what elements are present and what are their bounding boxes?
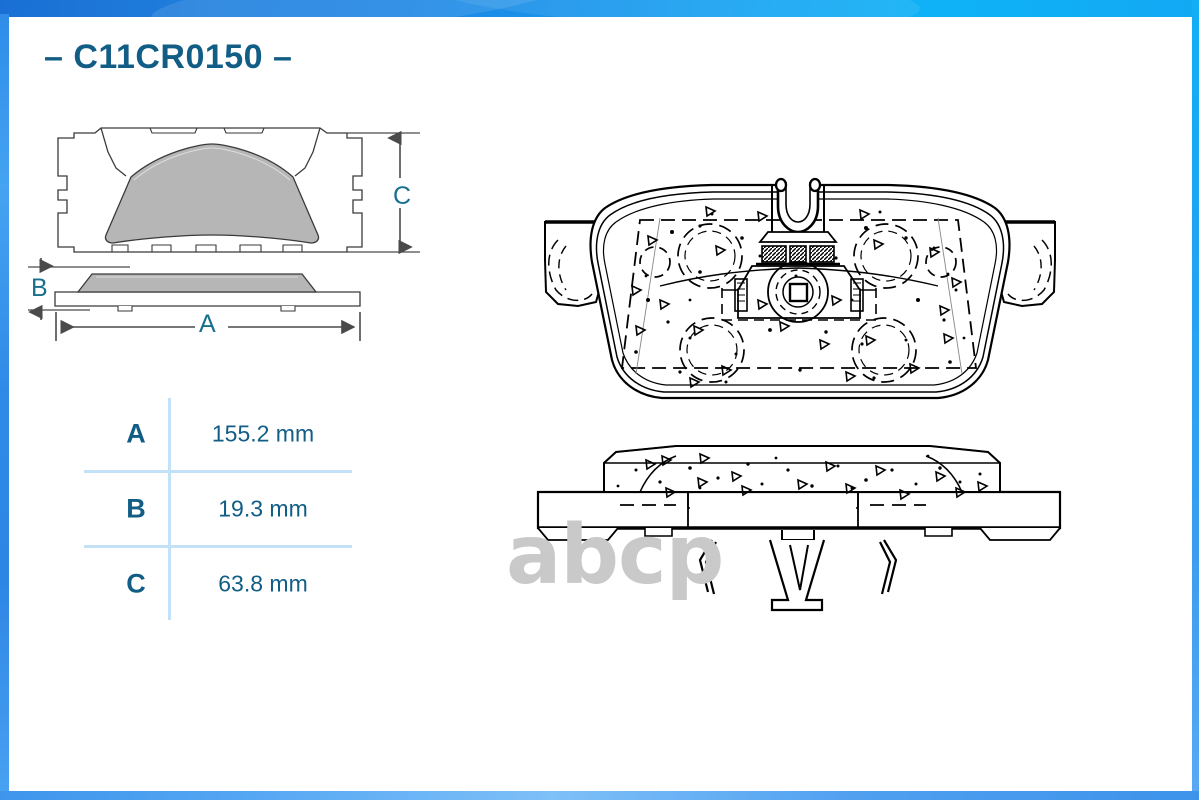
specification-table: A 155.2 mm B 19.3 mm C 63.8 mm: [84, 398, 352, 620]
table-vertical-divider: [168, 398, 171, 620]
frame-top-band: [0, 0, 1199, 47]
table-cell-key: B: [126, 493, 146, 524]
table-cell-key: C: [126, 568, 146, 599]
dimension-label-b: B: [31, 274, 48, 302]
frame-left-band: [0, 14, 9, 800]
frame-right-band: [1192, 0, 1199, 800]
table-cell-value: 63.8 mm: [218, 570, 308, 597]
table-cell-key: A: [126, 418, 146, 449]
page-title: – C11CR0150 –: [44, 38, 293, 76]
frame-bottom-band: [0, 791, 1199, 800]
table-cell-value: 155.2 mm: [211, 420, 315, 447]
dimension-label-a: A: [199, 310, 216, 338]
table-row: A 155.2 mm: [84, 398, 352, 470]
watermark: abcp: [506, 508, 724, 603]
table-row: C 63.8 mm: [84, 545, 352, 620]
table-row: B 19.3 mm: [84, 470, 352, 545]
table-cell-value: 19.3 mm: [218, 495, 308, 522]
dimension-label-c: C: [393, 182, 412, 210]
